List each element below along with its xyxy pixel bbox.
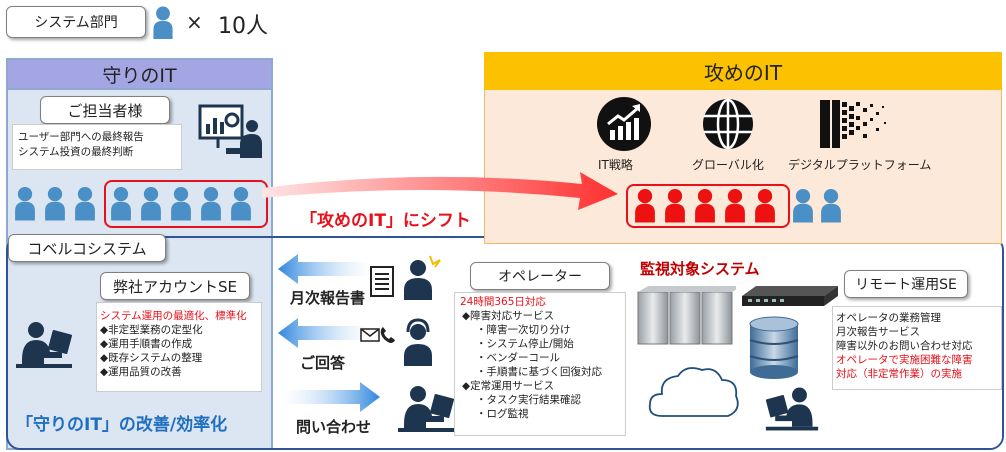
person-icon: [724, 188, 746, 224]
multiplier-sign: ×: [186, 10, 203, 34]
remote-line: オペレータで実施困難な障害: [836, 354, 973, 366]
operator-line: ・障害一次切り分け: [476, 324, 571, 336]
offense-header: 攻めのIT: [484, 52, 1002, 90]
phone-icon: [380, 327, 395, 343]
account-se-box: [96, 302, 262, 392]
member-count: 10人: [218, 14, 268, 39]
client-tag: ご担当者様: [40, 96, 170, 124]
highlight-box-right: [626, 184, 790, 228]
remote-line: 対応（非定常作業）の実施: [836, 368, 962, 380]
operator-label: オペレーター: [498, 269, 582, 285]
account-item: ◆運用品質の改善: [100, 366, 182, 378]
operator-line: ・タスク実行結果確認: [476, 394, 581, 406]
cloud-icon: [648, 367, 739, 417]
operator-line: ◆障害対応サービス: [462, 310, 555, 322]
globe-icon: [703, 98, 753, 150]
inquiry-arrow: [280, 382, 380, 412]
person-icon: [820, 188, 842, 224]
offense-title: 攻めのIT: [703, 60, 783, 85]
growth-chart-icon: [597, 97, 651, 151]
operator-line: ・手順書に基づく回復対応: [476, 366, 602, 378]
remote-se-label: リモート運用SE: [855, 277, 957, 293]
account-item: ◆非定型業務の定型化: [100, 324, 203, 336]
account-se-label: 弊社アカウントSE: [113, 277, 237, 296]
client-desc-line1: ユーザー部門への最終報告: [18, 131, 144, 143]
person-icon: [14, 186, 36, 222]
remote-se-box: [832, 306, 1002, 390]
it-strategy-label: IT戦略: [598, 158, 633, 172]
company-label: コベルコシステム: [27, 239, 147, 258]
report-arrow: [278, 254, 374, 284]
defense-title: 守りのIT: [102, 64, 177, 87]
person-icon: [694, 188, 716, 224]
database-icon: [749, 316, 799, 379]
digital-platform-icon: [820, 100, 886, 148]
company-tag: コベルコシステム: [8, 234, 166, 262]
operator-line: 24時間365日対応: [460, 296, 546, 308]
highlight-box-left: [104, 180, 268, 228]
network-switch-icon: [742, 286, 838, 306]
document-icon: [370, 266, 394, 297]
operator-at-desk-icon: [396, 384, 456, 434]
answer-label: ご回答: [300, 354, 346, 372]
operator-line: ・ベンダーコール: [476, 352, 560, 364]
person-icon: [44, 186, 66, 222]
defense-header: 守りのIT: [6, 58, 273, 90]
client-desc-line2: システム投資の最終判断: [18, 146, 134, 158]
defense-improvement-label: 「守りのIT」の改善/効率化: [16, 415, 228, 435]
operator-line: ・ログ監視: [476, 408, 529, 420]
person-icon: [664, 188, 686, 224]
client-desc-box: [12, 124, 182, 170]
presentation-icon: [198, 104, 262, 158]
operator-services-box: [454, 292, 626, 436]
operator-tag: オペレーター: [470, 262, 610, 290]
person-icon: [634, 188, 656, 224]
shifted-staff-row: [634, 188, 854, 228]
remote-line: オペレータの業務管理: [836, 312, 941, 324]
person-icon: [74, 186, 96, 222]
operator-line: ◆定常運用サービス: [462, 380, 555, 392]
person-icon: [754, 188, 776, 224]
shift-arrow: [262, 172, 618, 210]
account-headline: システム運用の最適化、標準化: [100, 310, 247, 322]
person-icon: [152, 6, 174, 40]
operator-line: ・システム停止/開始: [476, 338, 574, 350]
report-label: 月次報告書: [290, 289, 366, 307]
client-label: ご担当者様: [67, 101, 143, 120]
monitored-systems-title: 監視対象システム: [640, 260, 760, 278]
account-se-tag: 弊社アカウントSE: [100, 272, 250, 300]
dept-label: システム部門: [34, 15, 118, 31]
remote-se-at-desk-icon: [764, 384, 820, 434]
globalization-label: グローバル化: [692, 158, 764, 172]
mail-icon: [360, 328, 380, 342]
remote-line: 障害以外のお問い合わせ対応: [836, 340, 973, 352]
account-item: ◆既存システムの整理: [100, 352, 203, 364]
remote-se-tag: リモート運用SE: [844, 270, 968, 298]
digital-platform-label: デジタルプラットフォーム: [788, 158, 932, 172]
person-icon: [792, 188, 814, 224]
headset-person-icon: [404, 318, 432, 366]
alert-person-icon: [404, 255, 441, 300]
worker-at-desk-icon: [14, 320, 74, 370]
inquiry-label: 問い合わせ: [296, 418, 372, 436]
account-item: ◆運用手順書の作成: [100, 338, 193, 350]
server-rack-icon: [637, 286, 736, 345]
dept-tag: システム部門: [6, 6, 146, 38]
remote-line: 月次報告サービス: [836, 326, 920, 338]
shift-label: 「攻めのIT」にシフト: [300, 211, 471, 231]
answer-arrow: [278, 318, 374, 348]
